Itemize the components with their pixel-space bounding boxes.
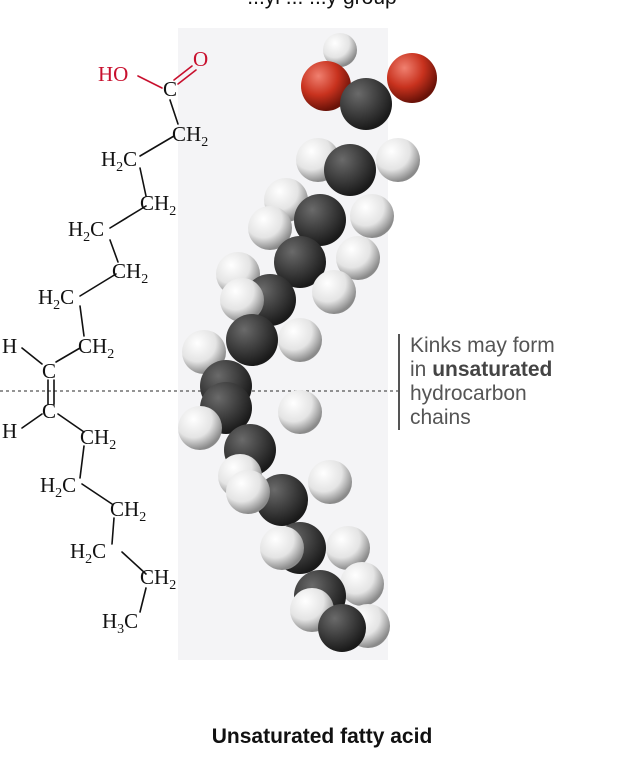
figure-caption: Unsaturated fatty acid bbox=[211, 725, 433, 748]
ch2-label-1: CH2 bbox=[172, 122, 208, 150]
structural-formula: HO C O CH2 H2C CH2 H2C CH2 H2C CH2 H bbox=[2, 47, 208, 637]
c-bottom-label: C bbox=[42, 399, 56, 423]
ch2-label-4: CH2 bbox=[78, 334, 114, 362]
ch2-label-6: CH2 bbox=[110, 497, 146, 525]
hydrogen-atom bbox=[226, 470, 270, 514]
ch2-label-5: CH2 bbox=[80, 425, 116, 453]
carbon-atom bbox=[294, 194, 346, 246]
ch2-label-3: CH2 bbox=[112, 259, 148, 287]
hydrogen-atom bbox=[312, 270, 356, 314]
oxygen-atom bbox=[387, 53, 437, 103]
oxygen-atom bbox=[301, 61, 351, 111]
c-top-label: C bbox=[42, 359, 56, 383]
hydrogen-atom bbox=[220, 278, 264, 322]
h2c-label-5: H2C bbox=[70, 539, 106, 567]
h2c-label-4: H2C bbox=[40, 473, 76, 501]
hydrogen-atom bbox=[278, 390, 322, 434]
carbon-atom bbox=[226, 314, 278, 366]
h3c-label: H3C bbox=[102, 609, 138, 637]
ch2-label-2: CH2 bbox=[140, 191, 176, 219]
hydrogen-atom bbox=[323, 33, 357, 67]
annotation-line-3: hydrocarbon bbox=[410, 382, 527, 405]
carbon-atom bbox=[318, 604, 366, 652]
carbon-atom bbox=[274, 236, 326, 288]
kink-annotation: Kinks may form in unsaturated hydrocarbo… bbox=[398, 334, 555, 430]
cropped-header-text: ...yl ... ...y group bbox=[0, 0, 644, 10]
hydrogen-atom bbox=[308, 460, 352, 504]
hydrogen-atom bbox=[340, 562, 384, 606]
hydrogen-atom bbox=[178, 406, 222, 450]
carbon-atom bbox=[324, 144, 376, 196]
h2c-label-2: H2C bbox=[68, 217, 104, 245]
hydroxyl-label: HO bbox=[98, 62, 128, 86]
carboxyl-carbon-label: C bbox=[163, 77, 177, 101]
space-filling-model bbox=[178, 33, 437, 652]
annotation-line-4: chains bbox=[410, 406, 471, 429]
h2c-label-3: H2C bbox=[38, 285, 74, 313]
hydrogen-atom bbox=[350, 194, 394, 238]
hydrogen-atom bbox=[376, 138, 420, 182]
hydrogen-atom bbox=[326, 526, 370, 570]
hydrogen-atom bbox=[278, 318, 322, 362]
annotation-line-2: in unsaturated bbox=[410, 358, 553, 381]
carbon-atom bbox=[340, 78, 392, 130]
hydrogen-atom bbox=[248, 206, 292, 250]
annotation-bold-word: unsaturated bbox=[432, 358, 553, 381]
h2c-label-1: H2C bbox=[101, 147, 137, 175]
hydrogen-atom bbox=[260, 526, 304, 570]
h-bottom-label: H bbox=[2, 419, 17, 443]
h-top-label: H bbox=[2, 334, 17, 358]
annotation-line-1: Kinks may form bbox=[410, 334, 555, 357]
ch2-label-7: CH2 bbox=[140, 565, 176, 593]
carbonyl-oxygen-label: O bbox=[193, 47, 208, 71]
hydrogen-atom bbox=[336, 236, 380, 280]
